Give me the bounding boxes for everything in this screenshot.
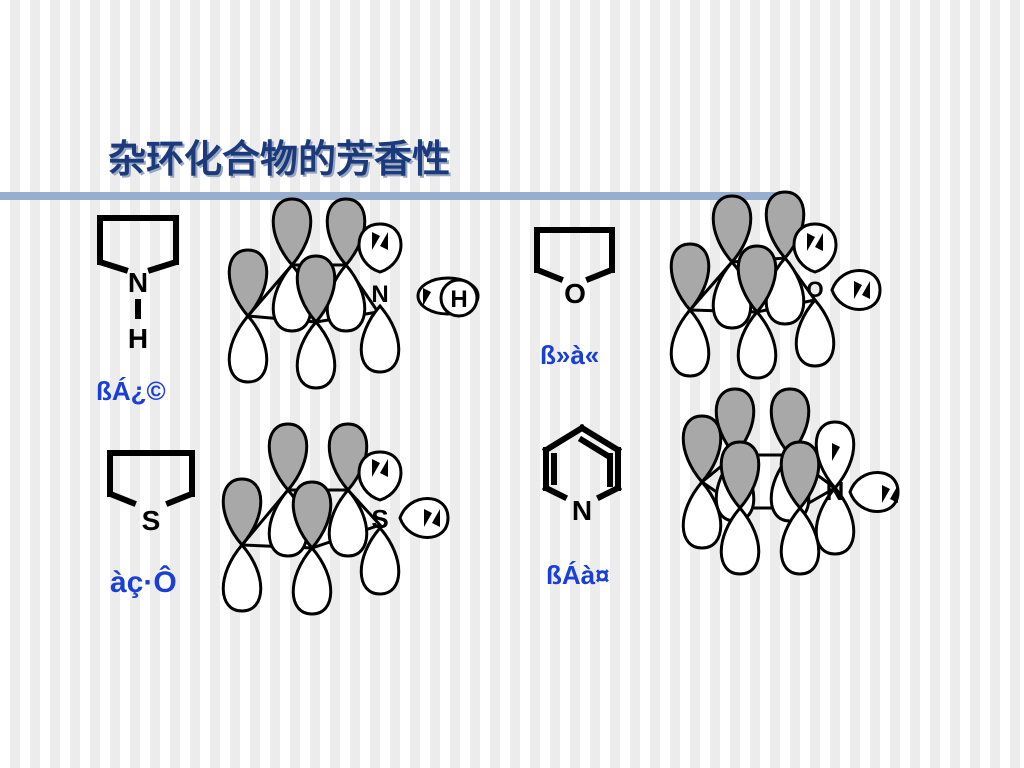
furan-name: ß»à« xyxy=(540,340,600,370)
pyridine-orbital xyxy=(681,387,900,576)
pyridine-structure xyxy=(541,423,623,502)
pyridine-name: ßÁà¤ xyxy=(546,560,610,590)
furan-structure xyxy=(534,227,615,283)
pyrrole-orbital-heteroatom: N xyxy=(371,281,388,308)
furan-heteroatom: O xyxy=(564,278,586,309)
pyrrole-hydrogen: H xyxy=(128,323,148,354)
pyridine-heteroatom: N xyxy=(572,495,592,526)
pyrrole-orbital xyxy=(227,197,480,390)
thiophene-orbital-heteroatom: S xyxy=(371,504,388,534)
pyrrole-name: ßÁ¿© xyxy=(96,376,166,406)
furan-orbital-heteroatom: O xyxy=(806,277,823,302)
pyrrole-heteroatom: N xyxy=(128,267,148,298)
pyrrole-structure xyxy=(97,215,179,319)
pyrrole-orbital-hydrogen: H xyxy=(450,286,467,313)
thiophene-orbital xyxy=(221,422,450,616)
page-title: 杂环化合物的芳香性 xyxy=(108,137,451,181)
thiophene-structure xyxy=(107,450,195,507)
thiophene-heteroatom: S xyxy=(142,505,161,536)
thiophene-name: àç·Ô xyxy=(110,566,177,599)
pyridine-orbital-heteroatom: N xyxy=(826,476,845,506)
furan-orbital xyxy=(669,190,882,380)
title-underline xyxy=(0,192,778,200)
